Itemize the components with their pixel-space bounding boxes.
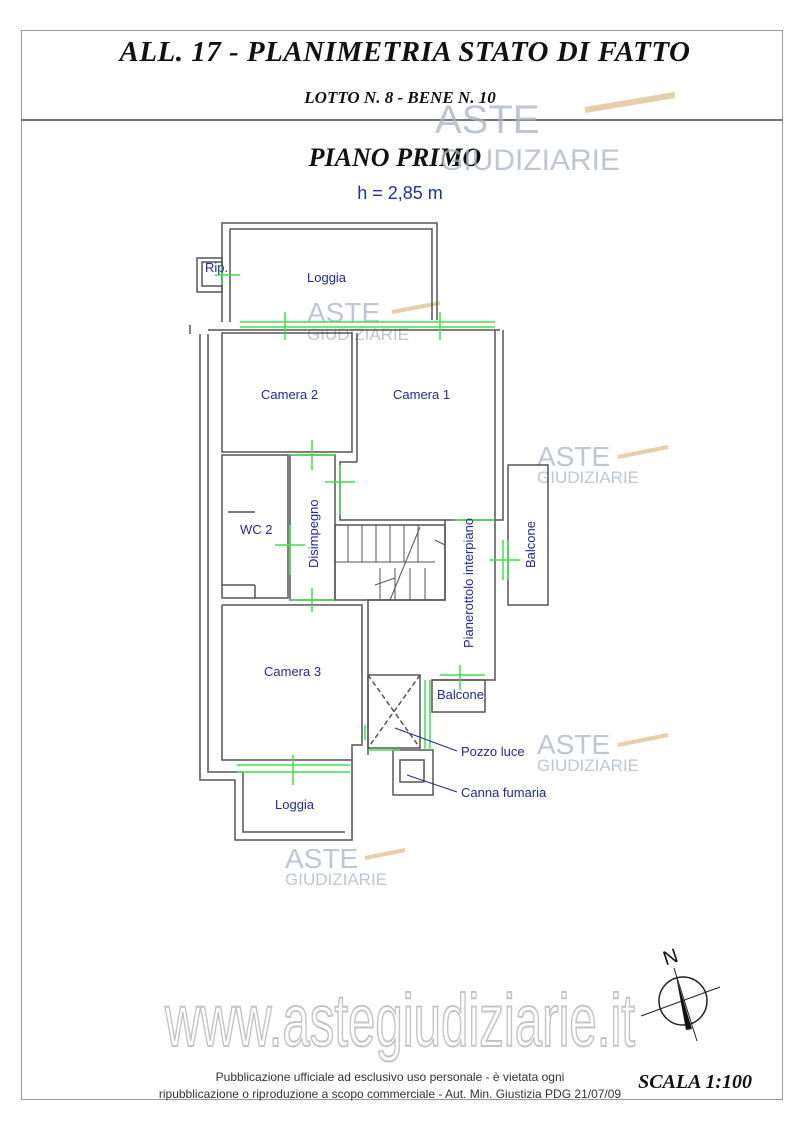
svg-text:GIUDIZIARIE: GIUDIZIARIE xyxy=(440,144,620,177)
svg-text:ASTE: ASTE xyxy=(435,98,539,142)
svg-text:ASTE: ASTE xyxy=(537,729,610,760)
room-label-pozzo-luce: Pozzo luce xyxy=(461,744,525,759)
room-label-balcone-right: Balcone xyxy=(523,521,538,568)
drawing-scale: SCALA 1:100 xyxy=(638,1071,752,1093)
room-label-camera-3: Camera 3 xyxy=(264,664,321,679)
room-label-wc-2: WC 2 xyxy=(240,522,273,537)
website-watermark: www.astegiudiziarie.it xyxy=(164,979,635,1062)
gavel-icon xyxy=(617,445,669,459)
windows-doors xyxy=(215,265,520,785)
document-title: ALL. 17 - PLANIMETRIA STATO DI FATTO xyxy=(119,36,691,68)
gavel-icon xyxy=(584,92,676,113)
aste-watermark: ASTE GIUDIZIARIE xyxy=(537,441,669,487)
gavel-icon xyxy=(617,733,669,747)
north-arrow-icon: N xyxy=(640,945,721,1042)
svg-text:ASTE: ASTE xyxy=(285,843,358,874)
svg-text:ASTE: ASTE xyxy=(537,441,610,472)
svg-text:N: N xyxy=(660,945,681,970)
room-label-loggia-top: Loggia xyxy=(307,270,347,285)
floor-title: PIANO PRIMO xyxy=(308,143,482,172)
room-label-camera-1: Camera 1 xyxy=(393,387,450,402)
svg-text:GIUDIZIARIE: GIUDIZIARIE xyxy=(537,756,639,775)
room-label-balcone-small: Balcone xyxy=(437,687,484,702)
svg-text:GIUDIZIARIE: GIUDIZIARIE xyxy=(537,468,639,487)
ceiling-height-label: h = 2,85 m xyxy=(357,183,443,203)
svg-text:GIUDIZIARIE: GIUDIZIARIE xyxy=(285,870,387,889)
header-divider xyxy=(21,119,783,121)
room-label-loggia-bottom: Loggia xyxy=(275,797,315,812)
gavel-icon xyxy=(391,301,441,314)
gavel-icon xyxy=(364,848,406,860)
room-label-disimpegno: Disimpegno xyxy=(306,499,321,568)
aste-watermark: ASTE GIUDIZIARIE xyxy=(537,729,669,775)
aste-watermark: ASTE GIUDIZIARIE xyxy=(435,92,676,177)
svg-text:GIUDIZIARIE: GIUDIZIARIE xyxy=(307,325,409,344)
room-label-camera-2: Camera 2 xyxy=(261,387,318,402)
room-labels: Rip. Loggia Camera 2 Camera 1 WC 2 Disim… xyxy=(205,260,547,812)
document-subtitle: LOTTO N. 8 - BENE N. 10 xyxy=(304,88,496,107)
room-label-pianerottolo: Pianerottolo interpiano xyxy=(461,518,476,648)
legal-notice-line-2: ripubblicazione o riproduzione a scopo c… xyxy=(158,1087,622,1101)
room-label-canna-fumaria: Canna fumaria xyxy=(461,785,547,800)
legal-notice-line-1: Pubblicazione ufficiale ad esclusivo uso… xyxy=(215,1070,565,1084)
watermarks: ASTE GIUDIZIARIE ASTE GIUDIZIARIE ASTE G… xyxy=(163,92,676,1063)
drawing-frame xyxy=(21,30,783,1100)
room-label-rip: Rip. xyxy=(205,260,228,275)
aste-watermark: ASTE GIUDIZIARIE xyxy=(285,843,406,889)
aste-watermark: ASTE GIUDIZIARIE xyxy=(307,297,441,344)
svg-text:ASTE: ASTE xyxy=(307,297,380,328)
